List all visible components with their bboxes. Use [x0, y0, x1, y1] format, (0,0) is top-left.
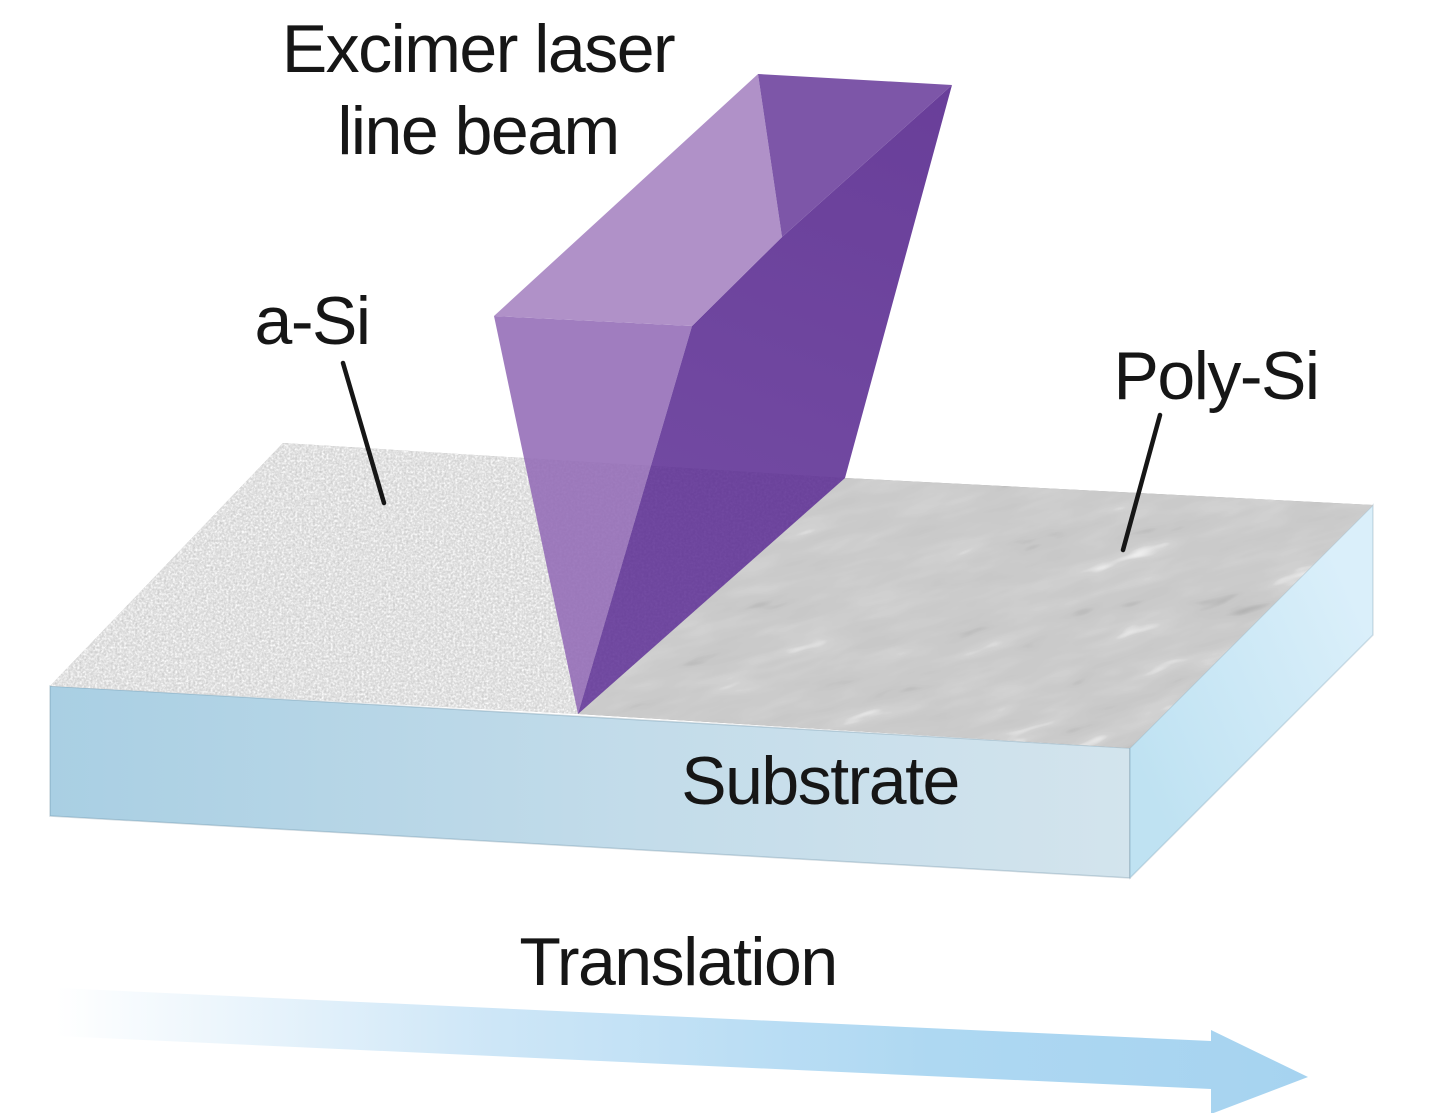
a-si-leader-line: [340, 360, 387, 506]
beam-light-face: [494, 74, 782, 326]
translation-label: Translation: [519, 924, 838, 1000]
laser-beam: [494, 74, 952, 714]
poly-si-label: Poly-Si: [1113, 338, 1320, 414]
beam-dark-face: [578, 85, 952, 714]
translation-arrow: [56, 988, 1308, 1113]
beam-left-wedge-face: [494, 316, 692, 714]
substrate-label: Substrate: [681, 743, 960, 819]
beam-title-label: Excimer laser line beam: [281, 11, 676, 169]
a-si-label: a-Si: [254, 283, 371, 359]
beam-mid-face: [758, 74, 952, 237]
poly-si-leader-line: [1120, 412, 1163, 553]
